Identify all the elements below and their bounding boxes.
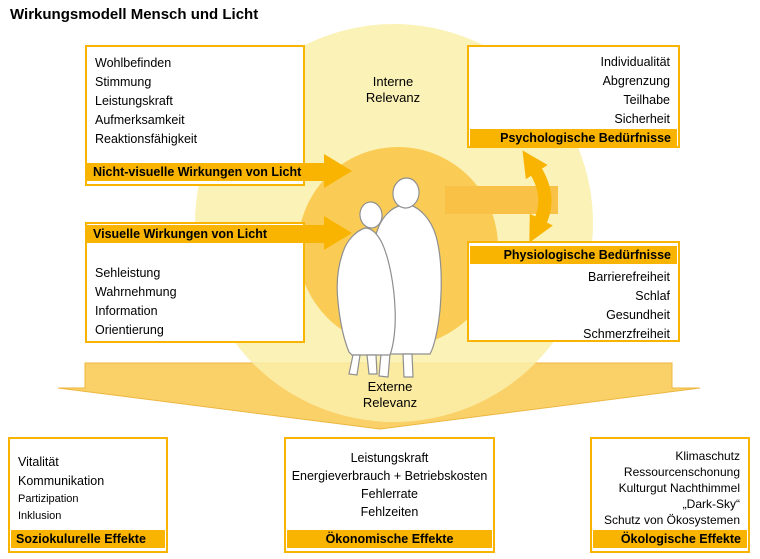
economic-label: Ökonomische Effekte (325, 532, 454, 546)
psychological-label-bar: Psychologische Bedürfnisse (470, 129, 677, 147)
list-item: Gesundheit (606, 308, 670, 322)
visual-label-bar: Visuelle Wirkungen von Licht (87, 225, 324, 243)
list-item: Schlaf (635, 289, 670, 303)
list-item: Fehlerrate (361, 487, 418, 501)
list-item: Information (95, 304, 158, 318)
right-connector-bar (445, 186, 558, 214)
visual-label: Visuelle Wirkungen von Licht (93, 227, 267, 241)
externe-relevanz-text: Externe Relevanz (362, 379, 418, 410)
list-item: Reaktionsfähigkeit (95, 132, 198, 146)
list-item: Kulturgut Nachthimmel (618, 481, 740, 495)
list-item: Partizipation (18, 493, 79, 505)
sociocultural-label: Soziokulurelle Effekte (16, 532, 146, 546)
list-item: Schutz von Ökosystemen (603, 513, 740, 527)
list-item: Aufmerksamkeit (95, 113, 185, 127)
list-item: Orientierung (95, 323, 164, 337)
list-item: Wohlbefinden (95, 56, 172, 70)
non-visual-label-bar: Nicht-visuelle Wirkungen von Licht (87, 163, 324, 181)
list-item: Inklusion (18, 510, 62, 522)
box-physiological-needs: Physiologische Bedürfnisse Barrierefreih… (467, 241, 680, 342)
interne-relevanz-text: Interne Relevanz (365, 74, 421, 105)
sociocultural-label-bar: Soziokulurelle Effekte (11, 530, 165, 548)
list-item: Sehleistung (95, 266, 161, 280)
list-item: Stimmung (95, 75, 152, 89)
physiological-label: Physiologische Bedürfnisse (503, 248, 671, 262)
economic-label-bar: Ökonomische Effekte (287, 530, 492, 548)
list-item: Kommunikation (18, 474, 105, 488)
list-item: Teilhabe (623, 93, 670, 107)
list-item: Individualität (600, 55, 671, 69)
ecological-label: Ökologische Effekte (620, 532, 741, 546)
list-item: Barrierefreiheit (588, 270, 670, 284)
list-item: Leistungskraft (350, 451, 429, 465)
list-item: Sicherheit (614, 112, 670, 126)
list-item: Ressourcenschonung (623, 465, 740, 479)
list-item: Wahrnehmung (95, 285, 177, 299)
psychological-label: Psychologische Bedürfnisse (500, 131, 671, 145)
list-item: Energieverbrauch + Betriebskosten (291, 469, 488, 483)
list-item: „Dark-Sky“ (682, 497, 740, 511)
list-item: Schmerzfreiheit (583, 327, 670, 341)
arrow-right-icon (324, 216, 352, 250)
list-item: Fehlzeiten (360, 505, 419, 519)
list-item: Klimaschutz (675, 449, 740, 463)
list-item: Leistungskraft (95, 94, 173, 108)
list-item: Abgrenzung (602, 74, 670, 88)
list-item: Vitalität (18, 455, 59, 469)
non-visual-label: Nicht-visuelle Wirkungen von Licht (93, 165, 302, 179)
physiological-label-bar: Physiologische Bedürfnisse (470, 246, 677, 264)
page-title: Wirkungsmodell Mensch und Licht (10, 6, 259, 23)
arrow-right-icon (324, 154, 352, 188)
ecological-label-bar: Ökologische Effekte (593, 530, 747, 548)
